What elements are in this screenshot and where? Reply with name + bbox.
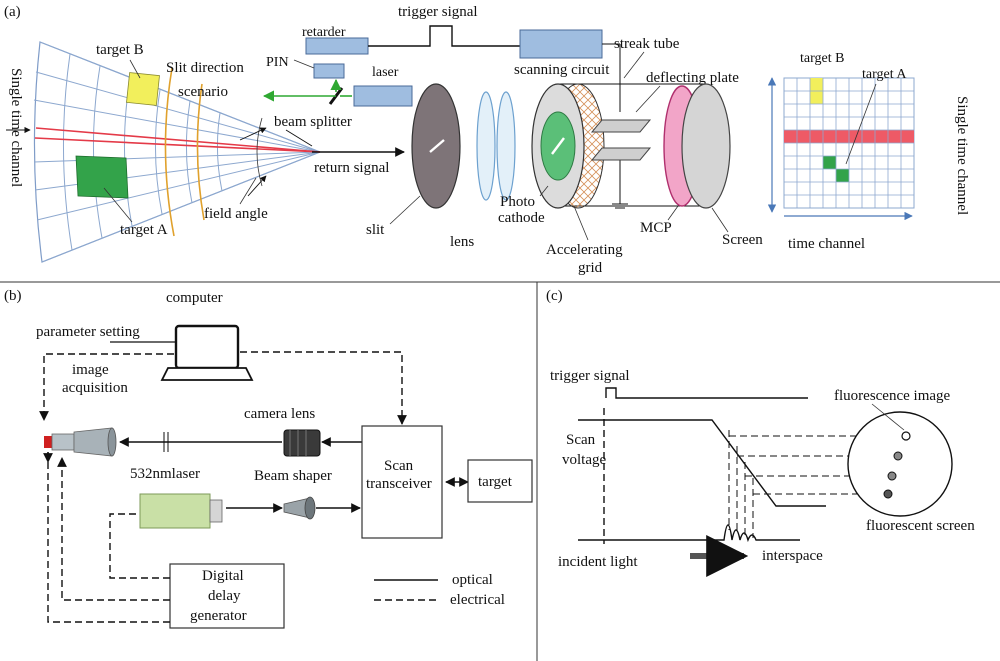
panel-a: (a): [4, 4, 970, 276]
streak-tube: [531, 83, 731, 209]
fluorescence-dot-4: [883, 489, 893, 499]
scan-voltage-waveform: [578, 419, 826, 507]
parameter-setting-label: parameter setting: [36, 324, 140, 340]
target-label: target: [478, 474, 513, 490]
grid-target-a-cell-1: [823, 156, 836, 169]
panel-b-label: (b): [4, 288, 22, 304]
fluorescent-screen-label: fluorescent screen: [866, 518, 975, 534]
laser-532-label: 532nmlaser: [130, 466, 200, 482]
laser-532-icon: [139, 493, 223, 529]
panel-b: (b) computer parameter setting image acq…: [4, 288, 533, 629]
trigger-signal-label-c: trigger signal: [550, 368, 630, 384]
fluorescence-dot-3: [887, 471, 897, 481]
time-channel-label: time channel: [788, 236, 865, 252]
pin-label: PIN: [266, 55, 289, 70]
photo-label: Photo: [500, 194, 535, 210]
beam-shaper-icon: [283, 496, 316, 520]
field-angle-label: field angle: [204, 206, 268, 222]
camera-icon: [44, 427, 117, 457]
digital-label: Digital: [202, 568, 244, 584]
cathode-label: cathode: [498, 210, 545, 226]
single-time-channel-right: Single time channel: [954, 96, 970, 215]
accelerating-label: Accelerating: [546, 242, 623, 258]
scan-voltage-voltage: voltage: [562, 452, 606, 468]
acquisition-label: acquisition: [62, 380, 128, 396]
trigger-signal-label-a: trigger signal: [398, 4, 478, 20]
fluorescence-dot-1: [901, 431, 911, 441]
image-label: image: [72, 362, 109, 378]
single-time-channel-left: Single time channel: [8, 68, 24, 187]
scanning-circuit-box: [519, 29, 603, 59]
scan-transceiver-box: [361, 425, 443, 539]
lens-2: [496, 91, 516, 201]
interspace-label: interspace: [762, 548, 823, 564]
slit-label: slit: [366, 222, 385, 238]
panel-c-label: (c): [546, 288, 563, 304]
slit-direction-label: Slit direction: [166, 60, 244, 76]
beam-shaper-label: Beam shaper: [254, 468, 332, 484]
camera-lens-label: camera lens: [244, 406, 315, 422]
fluorescence-dot-2: [893, 451, 903, 461]
lens-label: lens: [450, 234, 474, 250]
laser-box: [353, 85, 413, 107]
scenario-target-a: [75, 155, 129, 199]
scan-label: Scan: [384, 458, 414, 474]
scan-voltage-scan: Scan: [566, 432, 596, 448]
trigger-waveform: [605, 387, 808, 399]
delay-label: delay: [208, 588, 241, 604]
grid-target-b-label: target B: [800, 51, 844, 66]
grid-target-a-label: target A: [862, 67, 907, 82]
scenario-label: scenario: [178, 84, 228, 100]
electrical-label: electrical: [450, 592, 505, 608]
computer-icon: [160, 324, 254, 381]
scenario-fan: [6, 41, 322, 263]
panel-c: (c) trigger signal Scan voltage incident…: [546, 288, 975, 577]
fluorescence-image-label: fluorescence image: [834, 388, 951, 404]
computer-label: computer: [166, 290, 223, 306]
deflecting-plate-label: deflecting plate: [646, 70, 739, 86]
transceiver-label: transceiver: [366, 476, 432, 492]
pin-box: [313, 63, 345, 79]
deflecting-plate-top: [590, 119, 652, 133]
deflecting-plate-bottom: [590, 147, 652, 161]
mcp-label: MCP: [640, 220, 672, 236]
panel-a-label: (a): [4, 4, 21, 20]
scenario-target-b: [126, 72, 160, 106]
fluorescent-screen-circle: [847, 411, 953, 517]
scanning-circuit-label: scanning circuit: [514, 62, 610, 78]
camera-lens-icon: [283, 429, 321, 457]
return-signal-label: return signal: [314, 160, 389, 176]
streak-tube-label: streak tube: [614, 36, 680, 52]
target-box: [467, 459, 533, 503]
grid-label: grid: [578, 260, 603, 276]
laser-label: laser: [372, 65, 399, 80]
digital-delay-generator-box: [169, 563, 285, 629]
screen-label: Screen: [722, 232, 763, 248]
target-a-label: target A: [120, 222, 168, 238]
screen-disc: [681, 83, 731, 209]
incident-light-waveform: [578, 524, 800, 543]
time-grid: [783, 77, 915, 209]
target-b-label: target B: [96, 42, 144, 58]
generator-label: generator: [190, 608, 247, 624]
retarder-box: [305, 37, 369, 55]
optical-label: optical: [452, 572, 493, 588]
retarder-label: retarder: [302, 25, 346, 40]
incident-light-label: incident light: [558, 554, 638, 570]
lens-1: [476, 91, 496, 201]
grid-target-a-cell-2: [836, 169, 849, 182]
beam-splitter-label: beam splitter: [274, 114, 352, 130]
